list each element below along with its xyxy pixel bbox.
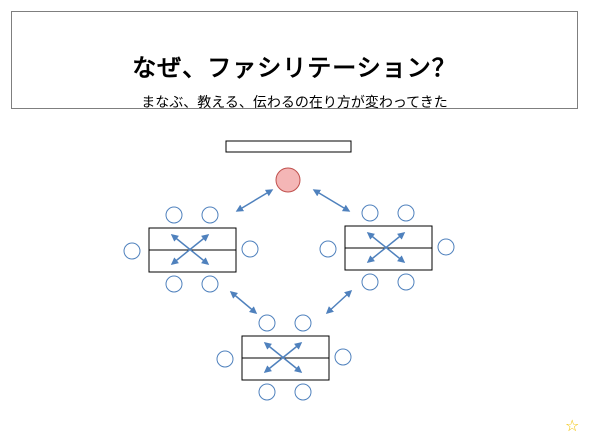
seat bbox=[258, 314, 276, 332]
arrow-cross bbox=[170, 234, 210, 265]
arrow-facilitator-right bbox=[312, 189, 351, 212]
seat bbox=[216, 350, 234, 368]
seat bbox=[319, 240, 337, 258]
seat bbox=[397, 273, 415, 291]
seat bbox=[294, 383, 312, 401]
facilitator-circle bbox=[275, 167, 301, 193]
seat bbox=[201, 275, 219, 293]
seat bbox=[334, 348, 352, 366]
title-box: なぜ、ファシリテーション？ まなぶ、教える、伝わるの在り方が変わってきた bbox=[11, 11, 578, 111]
seat bbox=[397, 204, 415, 222]
arrow-left-bottom bbox=[229, 291, 258, 314]
seat bbox=[361, 204, 379, 222]
group-left bbox=[123, 206, 259, 293]
seat bbox=[201, 206, 219, 224]
seat bbox=[294, 314, 312, 332]
slide-subtitle: まなぶ、教える、伝わるの在り方が変わってきた bbox=[141, 95, 448, 111]
seat bbox=[165, 275, 183, 293]
star-icon: ☆ bbox=[565, 416, 580, 435]
arrow-right-bottom bbox=[325, 289, 353, 315]
seat bbox=[241, 240, 259, 258]
arrow-cross bbox=[263, 342, 303, 373]
seat bbox=[437, 238, 455, 256]
group-bottom bbox=[216, 314, 352, 401]
seat bbox=[258, 383, 276, 401]
arrow-facilitator-left bbox=[235, 189, 274, 212]
arrow-cross bbox=[366, 232, 406, 263]
seat bbox=[165, 206, 183, 224]
whiteboard bbox=[225, 140, 352, 153]
seat bbox=[123, 242, 141, 260]
slide-title: なぜ、ファシリテーション？ bbox=[132, 54, 457, 82]
group-right bbox=[319, 204, 455, 291]
seat bbox=[361, 273, 379, 291]
